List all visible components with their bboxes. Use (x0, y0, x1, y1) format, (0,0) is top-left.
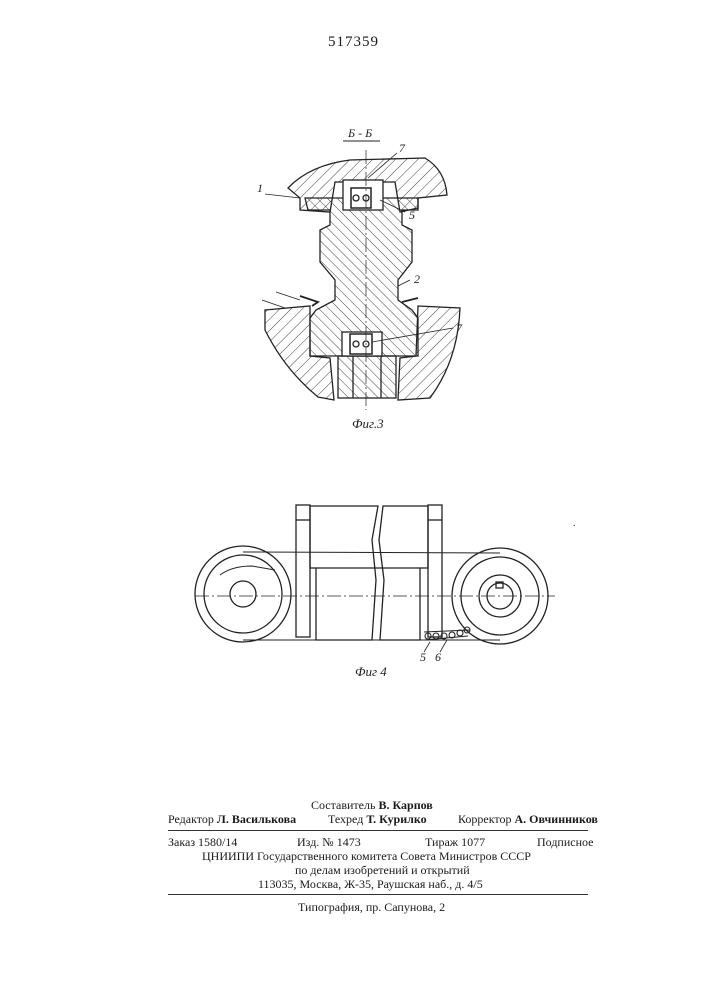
section-label: Б - Б (347, 126, 372, 140)
callout-2: 2 (414, 272, 420, 286)
subscription-note: Подписное (537, 835, 594, 850)
lower-stem (338, 356, 396, 398)
org-line-3: 113035, Москва, Ж-35, Раушская наб., д. … (258, 877, 483, 892)
imprint-top-rule (168, 830, 588, 831)
figure-3-caption: Фиг.3 (352, 416, 384, 431)
drum-right (379, 506, 428, 640)
upper-chain-element (351, 188, 371, 208)
techred-line: Техред Т. Курилко (328, 812, 427, 827)
right-side-plate (428, 505, 442, 637)
edition-number: Изд. № 1473 (297, 835, 361, 850)
org-line-2: по делам изобретений и открытий (295, 863, 470, 878)
editor-line: Редактор Л. Василькова (168, 812, 296, 827)
order-number: Заказ 1580/14 (168, 835, 237, 850)
figure-3: Б - Б 1 (257, 126, 463, 431)
circulation: Тираж 1077 (425, 835, 485, 850)
callout-fig4-6: 6 (435, 650, 441, 664)
left-side-plate (296, 505, 310, 637)
printer-line: Типография, пр. Сапунова, 2 (298, 900, 445, 915)
org-line-1: ЦНИИПИ Государственного комитета Совета … (202, 849, 531, 864)
callout-1: 1 (257, 181, 263, 195)
left-roller-outer (195, 546, 291, 642)
drum-left (310, 506, 378, 640)
corrector-line: Корректор А. Овчинников (458, 812, 598, 827)
imprint-bottom-rule (168, 894, 588, 895)
chain (424, 627, 470, 640)
callout-fig4-5: 5 (420, 650, 426, 664)
callout-7-bottom: 7 (456, 321, 463, 335)
callout-5: 5 (409, 208, 415, 222)
svg-text:.: . (573, 518, 576, 529)
callout-7-top: 7 (399, 141, 406, 155)
compiler-line: Составитель В. Карпов (311, 798, 433, 813)
left-roller-hub (230, 581, 256, 607)
figure-4: 5 6 Фиг 4 . (195, 505, 576, 679)
figure-4-caption: Фиг 4 (355, 664, 387, 679)
